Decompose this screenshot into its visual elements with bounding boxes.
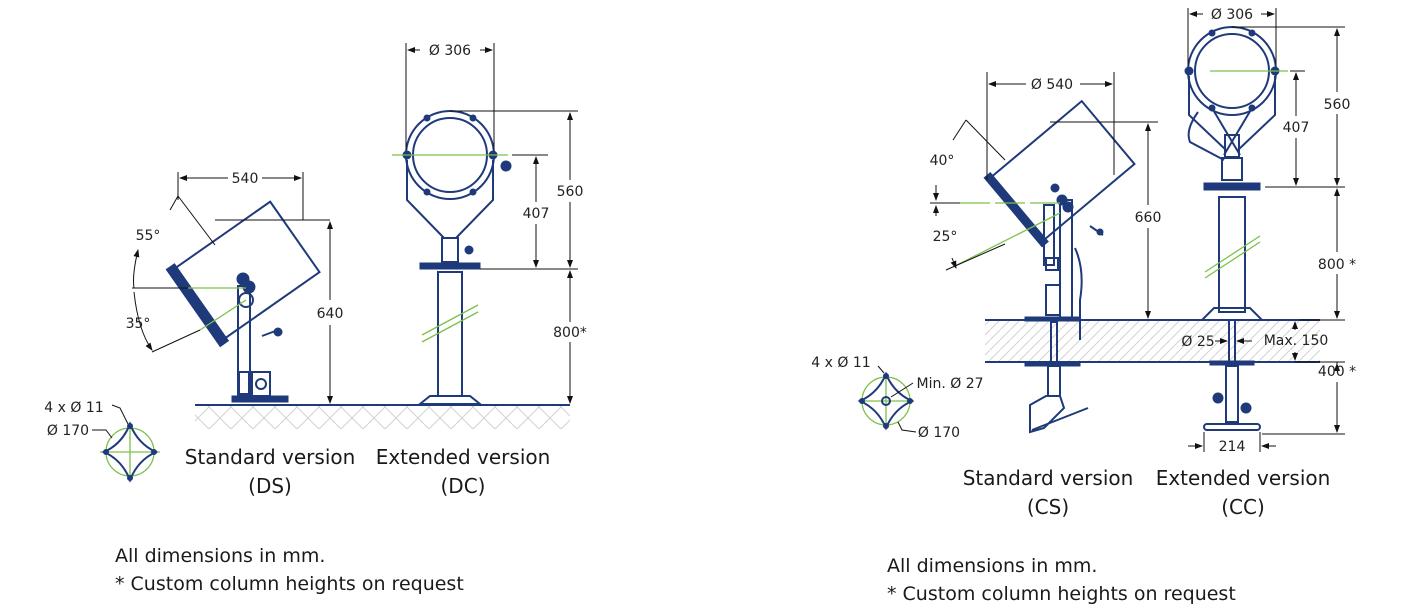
left-plate-diameter-label: Ø 170	[47, 423, 89, 439]
dc-column-label: 800*	[553, 325, 587, 341]
cs-caption: Standard version	[963, 466, 1134, 490]
ds-searchlight	[165, 200, 321, 403]
ds-caption: Standard version	[185, 445, 356, 469]
left-base-plate: 4 x Ø 11 Ø 170	[44, 400, 160, 483]
cc-handle-label: 214	[1219, 439, 1246, 455]
left-ground	[195, 404, 570, 429]
cc-below-label: 400 *	[1318, 364, 1356, 380]
cc-axis-height-label: 407	[1283, 120, 1310, 136]
right-note-units: All dimensions in mm.	[887, 555, 1097, 577]
cs-dimensions: Ø 540 660 40° 25°	[930, 72, 1162, 319]
cs-searchlight	[930, 99, 1136, 434]
ds-code: (DS)	[248, 474, 292, 498]
cc-searchlight	[1184, 26, 1288, 431]
dc-searchlight	[392, 110, 512, 405]
right-note-custom: * Custom column heights on request	[887, 583, 1236, 605]
ds-tilt-up-label: 55°	[136, 228, 161, 244]
dc-head-height-label: 560	[557, 184, 584, 200]
cc-deck-label: Max. 150	[1264, 333, 1329, 349]
cs-code: (CS)	[1027, 495, 1069, 519]
cs-tilt-down-label: 25°	[933, 229, 958, 245]
left-holes-label: 4 x Ø 11	[44, 400, 103, 416]
ds-dimensions: 540 640 55° 35°	[126, 171, 344, 404]
cs-diameter-label: Ø 540	[1031, 77, 1073, 93]
ds-tilt-down-label: 35°	[126, 316, 151, 332]
right-base-plate: 4 x Ø 11 Min. Ø 27 Ø 170	[811, 355, 983, 441]
dc-caption: Extended version	[376, 445, 551, 469]
cc-shaft-label: Ø 25	[1181, 334, 1214, 350]
right-min-label: Min. Ø 27	[916, 376, 983, 392]
cs-height-label: 660	[1135, 210, 1162, 226]
dc-axis-height-label: 407	[523, 206, 550, 222]
cc-code: (CC)	[1221, 495, 1265, 519]
dc-dimensions: Ø 306 560 407 800*	[405, 43, 587, 404]
ds-height-label: 640	[317, 306, 344, 322]
left-note-units: All dimensions in mm.	[115, 545, 325, 567]
right-holes-label: 4 x Ø 11	[811, 355, 870, 371]
cc-column-label: 800 *	[1318, 257, 1356, 273]
dc-diameter-label: Ø 306	[429, 43, 471, 59]
cs-tilt-up-label: 40°	[930, 153, 955, 169]
cc-caption: Extended version	[1156, 466, 1331, 490]
cc-dimensions: Ø 306 560 407 800 * Max. 150 Ø 25 400 * …	[1181, 7, 1356, 455]
dc-code: (DC)	[441, 474, 486, 498]
cc-head-height-label: 560	[1324, 97, 1351, 113]
right-plate-diameter-label: Ø 170	[918, 425, 960, 441]
left-note-custom: * Custom column heights on request	[115, 573, 464, 595]
cc-diameter-label: Ø 306	[1211, 7, 1253, 23]
ds-width-label: 540	[232, 171, 259, 187]
